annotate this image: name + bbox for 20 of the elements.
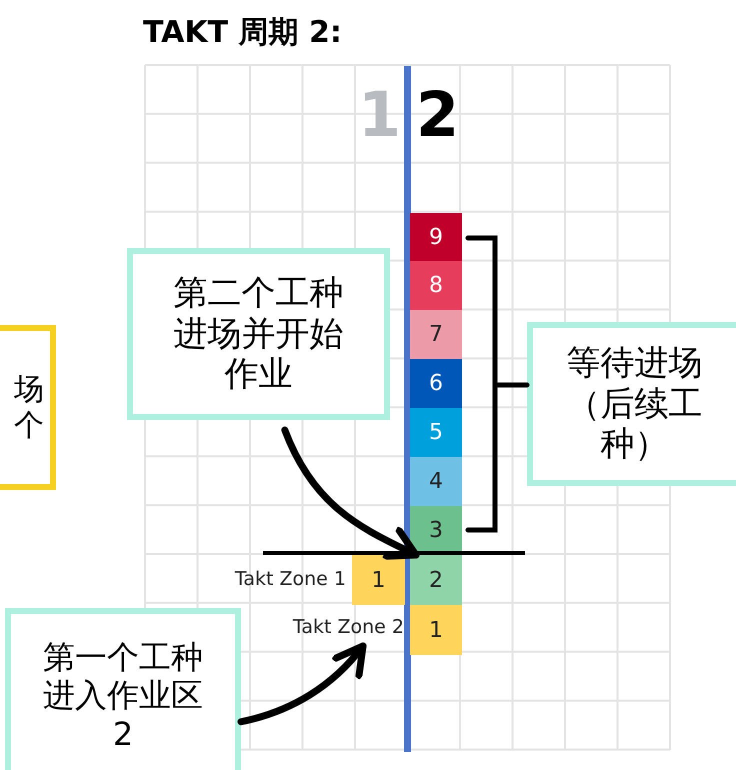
sequence-cell: 7 (410, 310, 462, 359)
sequence-cell: 6 (410, 359, 462, 408)
zone-label: Takt Zone 1 (234, 568, 346, 590)
sequence-cell: 5 (410, 408, 462, 457)
callout-box: 场个 (0, 325, 56, 490)
callout-box: 第一个工种进入作业区2 (5, 608, 241, 770)
callout-box: 第二个工种进场并开始作业 (127, 248, 390, 420)
arrow (238, 642, 367, 726)
callout-box: 等待进场（后续工种） (527, 322, 736, 486)
column-number: 2 (416, 78, 460, 151)
arrow (281, 426, 420, 560)
sequence-cell: 1 (352, 555, 405, 605)
sequence-cell: 8 (410, 261, 462, 310)
sequence-cell: 1 (410, 605, 462, 655)
sequence-cell: 2 (410, 555, 462, 605)
sequence-cell: 9 (410, 213, 462, 261)
column-number: 1 (358, 78, 402, 151)
sequence-cell: 4 (410, 457, 462, 506)
title: TAKT 周期 2: (143, 14, 342, 52)
zone-label: Takt Zone 2 (276, 616, 404, 644)
